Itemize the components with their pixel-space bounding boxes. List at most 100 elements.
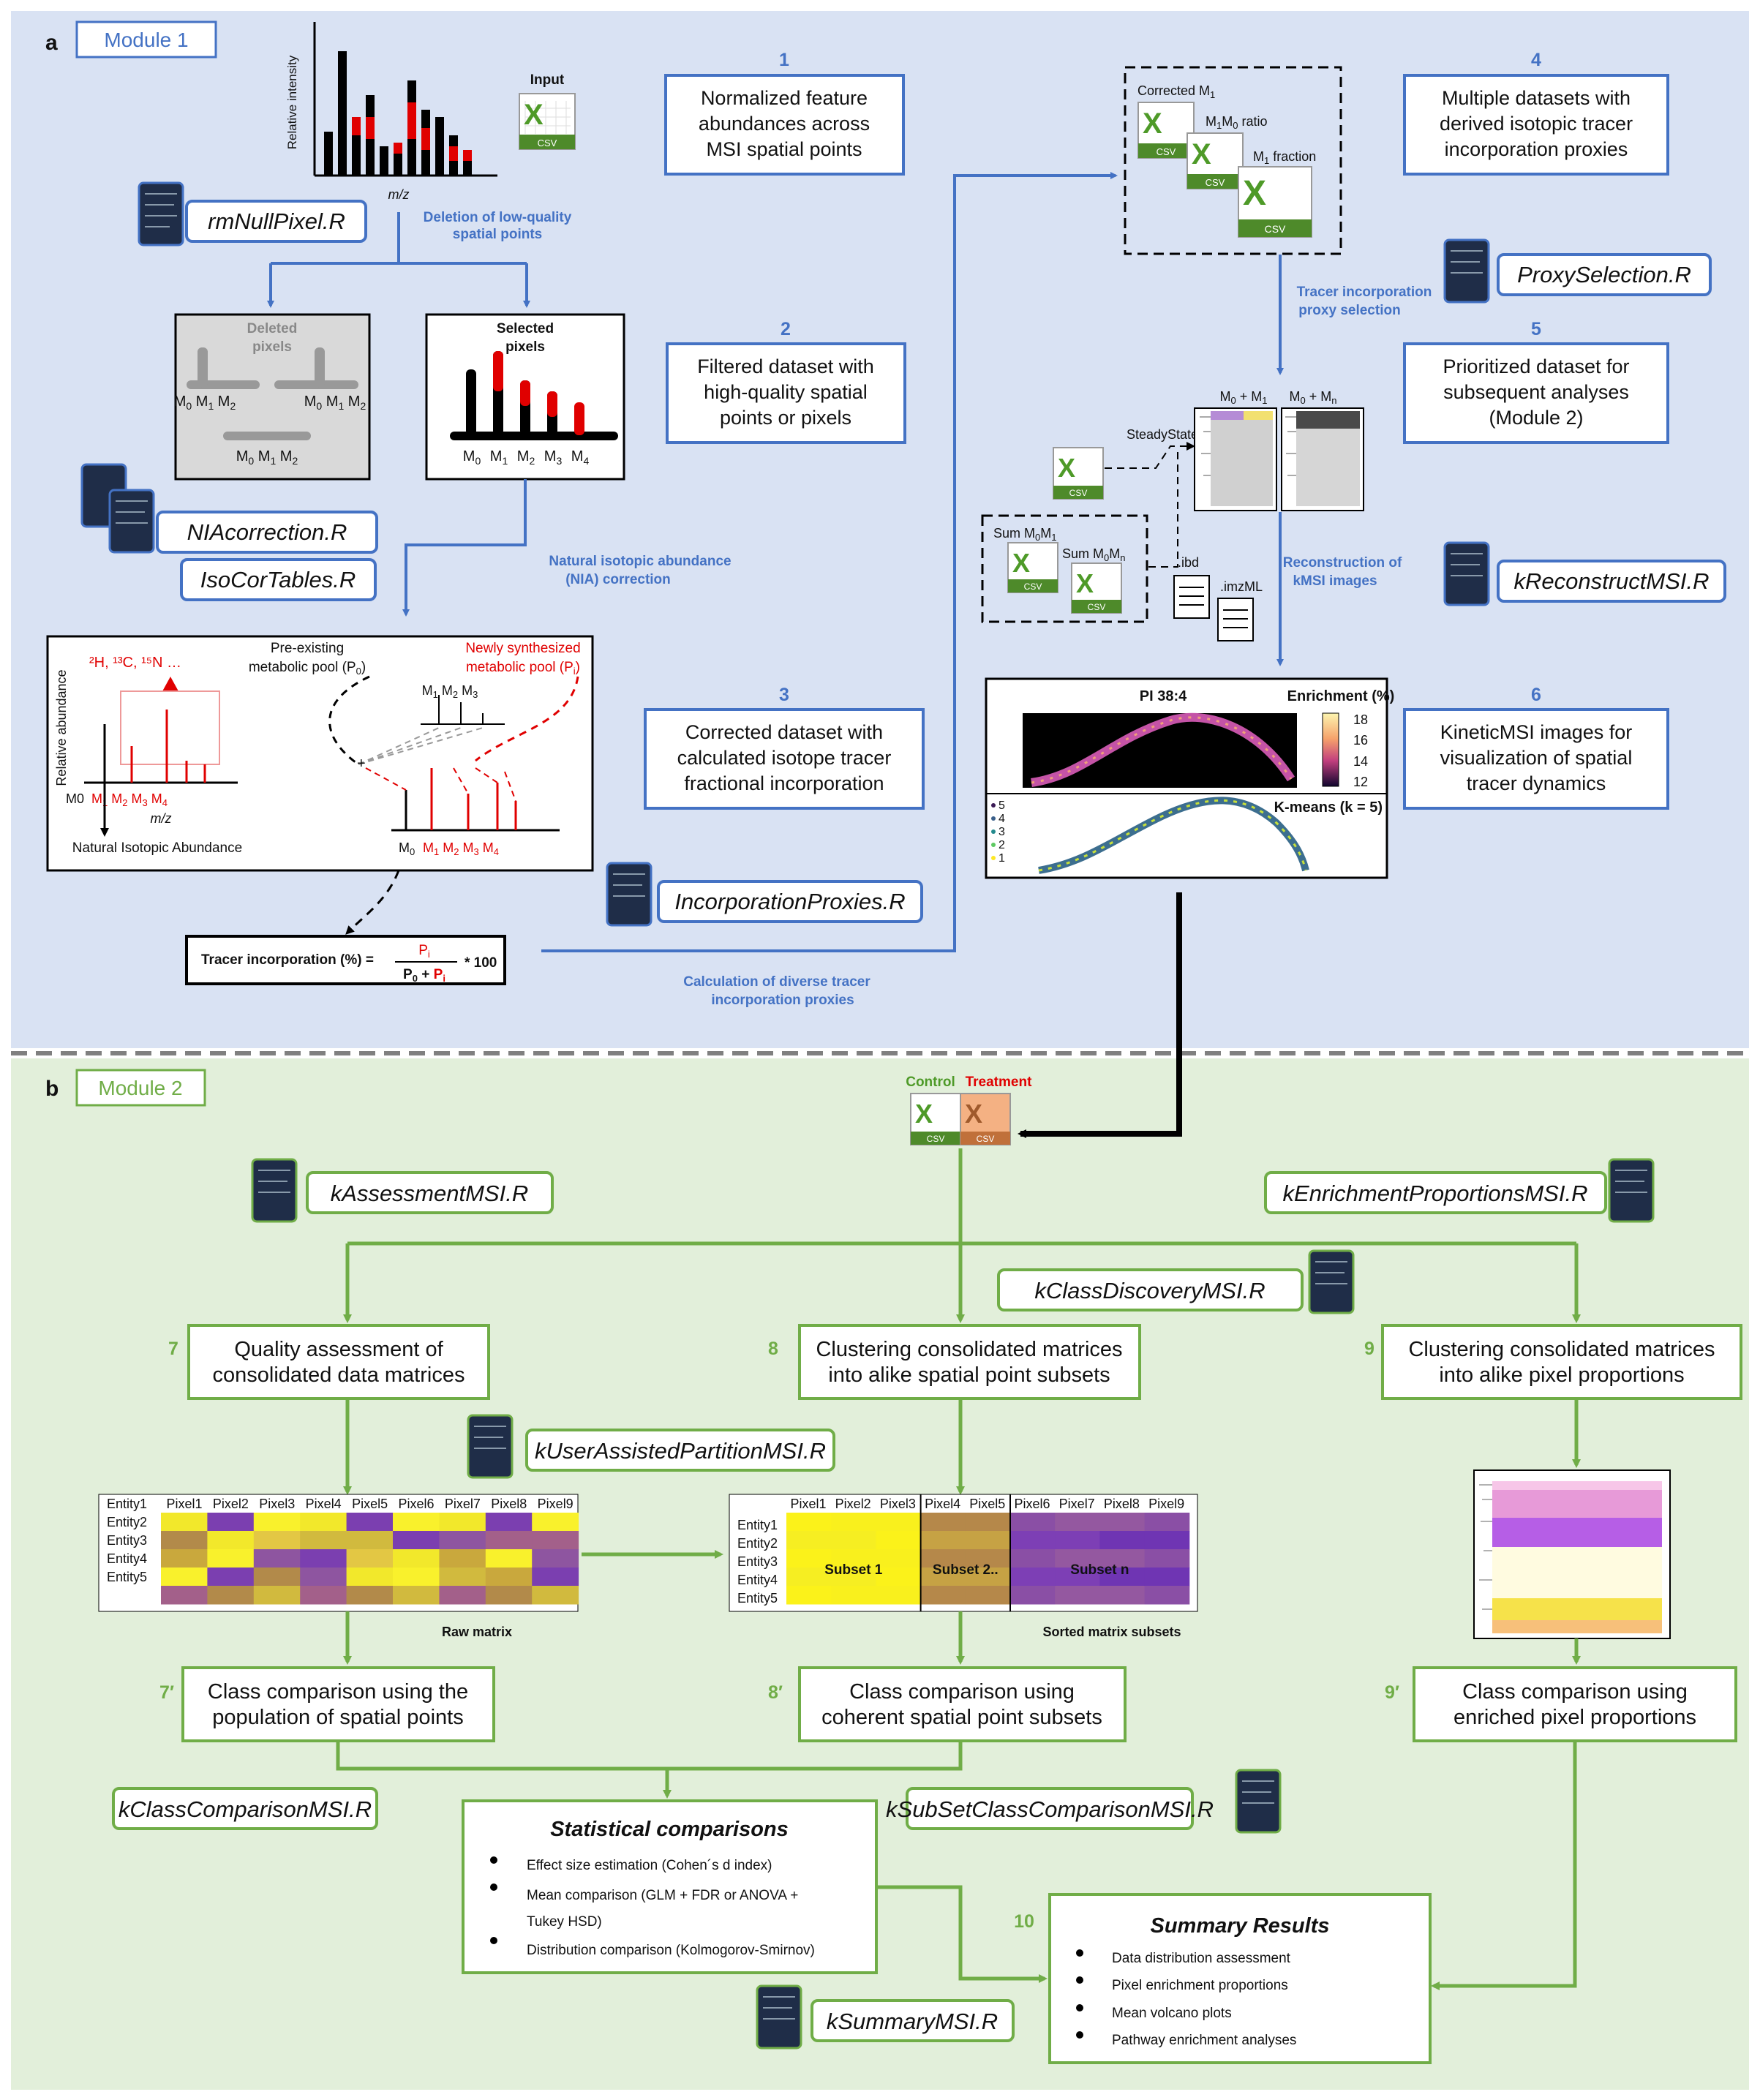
svg-text:rmNullPixel.R: rmNullPixel.R xyxy=(208,208,345,234)
script-kAssessmentMSI[interactable]: kAssessmentMSI.R xyxy=(306,1171,554,1214)
svg-text:kClassComparisonMSI.R: kClassComparisonMSI.R xyxy=(119,1796,372,1822)
kmsi-image-panel: PI 38:4 Enrichment (%) 18 16 14 12 K-mea… xyxy=(985,677,1394,879)
module-2-tag xyxy=(75,1069,206,1107)
svg-text:IsoCorTables.R: IsoCorTables.R xyxy=(200,567,356,592)
reconstruction-label: Reconstruction of xyxy=(1283,555,1402,571)
svg-text:M0 M1 M2: M0 M1 M2 xyxy=(304,394,366,412)
matrix-cell xyxy=(207,1549,255,1568)
svg-text:M1 M2 M3 M4: M1 M2 M3 M4 xyxy=(423,840,499,857)
script-rmNullPixel[interactable]: rmNullPixel.R xyxy=(185,200,367,243)
matrix-cell xyxy=(1099,1513,1146,1532)
matrix-cell xyxy=(393,1549,440,1568)
matrix-cell xyxy=(253,1513,301,1532)
matrix-cell xyxy=(532,1549,579,1568)
svg-text:M1 fraction: M1 fraction xyxy=(1253,149,1316,166)
svg-text:enriched pixel proportions: enriched pixel proportions xyxy=(1453,1706,1696,1729)
deleted-pixels-box: Deleted pixels M0 M1 M2 M0 M1 M2 M0 M1 M… xyxy=(174,313,371,481)
module-1-label: Module 1 xyxy=(104,29,188,51)
script-kReconstructMSI[interactable]: kReconstructMSI.R xyxy=(1497,560,1726,603)
matrix-cell xyxy=(965,1513,1011,1532)
svg-text:14: 14 xyxy=(1353,754,1368,769)
svg-text:CSV: CSV xyxy=(1206,177,1225,188)
matrix-cell xyxy=(485,1513,533,1532)
matrix-cell xyxy=(786,1586,832,1605)
matrix-cell xyxy=(253,1549,301,1568)
svg-text:pixels: pixels xyxy=(252,339,292,355)
heatmap-thumbnail-2 xyxy=(1281,407,1364,511)
svg-text:9: 9 xyxy=(1364,1339,1374,1359)
spectrum-y-label: Relative intensity xyxy=(285,55,299,149)
script-kSubSetClassComparisonMSI[interactable]: kSubSetClassComparisonMSI.R xyxy=(886,1787,1214,1830)
svg-text:abundances across: abundances across xyxy=(699,113,870,135)
script-scroll-icon xyxy=(1608,1158,1655,1223)
matrix-cell xyxy=(207,1531,255,1550)
matrix-cell xyxy=(786,1549,832,1568)
subset-label: Subset 2.. xyxy=(933,1562,999,1578)
matrix-cell xyxy=(1010,1549,1056,1568)
svg-text:Quality assessment of: Quality assessment of xyxy=(234,1338,443,1361)
svg-text:kAssessmentMSI.R: kAssessmentMSI.R xyxy=(331,1181,528,1206)
svg-text:tracer dynamics: tracer dynamics xyxy=(1467,772,1606,794)
script-NIAcorrection[interactable]: NIAcorrection.R xyxy=(156,511,378,554)
svg-text:PI 38:4: PI 38:4 xyxy=(1140,688,1187,704)
matrix-cell xyxy=(346,1531,394,1550)
svg-text:12: 12 xyxy=(1353,775,1368,789)
script-kEnrichmentProportionsMSI[interactable]: kEnrichmentProportionsMSI.R xyxy=(1264,1171,1607,1214)
svg-text:into alike pixel proportions: into alike pixel proportions xyxy=(1439,1363,1684,1387)
matrix-cell xyxy=(920,1513,966,1532)
svg-text:X: X xyxy=(1012,548,1030,578)
svg-text:Filtered dataset with: Filtered dataset with xyxy=(697,355,874,377)
statistical-comparisons-box: Statistical comparisons Effect size esti… xyxy=(462,1799,878,1974)
svg-text:CSV: CSV xyxy=(1157,146,1176,157)
svg-text:Clustering consolidated matric: Clustering consolidated matrices xyxy=(1408,1338,1715,1361)
svg-text:Relative abundance: Relative abundance xyxy=(54,669,69,786)
matrix-cell xyxy=(965,1568,1011,1587)
svg-text:derived isotopic tracer: derived isotopic tracer xyxy=(1440,113,1633,135)
panel-a: a Module 1 Relative intensity m/z Input … xyxy=(11,11,1749,1048)
matrix-cell xyxy=(253,1531,301,1550)
matrix-cell xyxy=(253,1586,301,1605)
script-ProxySelection[interactable]: ProxySelection.R xyxy=(1497,253,1712,296)
script-kSummaryMSI[interactable]: kSummaryMSI.R xyxy=(811,1999,1015,2042)
svg-text:X: X xyxy=(1192,138,1211,170)
matrix-cell xyxy=(920,1568,966,1587)
svg-text:high-quality spatial: high-quality spatial xyxy=(704,381,868,403)
matrix-column-header: Pixel1 xyxy=(790,1497,826,1511)
svg-text:M1 M2 M3 M4: M1 M2 M3 M4 xyxy=(91,791,168,808)
matrix-row-header: Entity1 xyxy=(107,1497,147,1511)
matrix-cell xyxy=(161,1513,208,1532)
svg-text:population of spatial points: population of spatial points xyxy=(212,1706,463,1729)
matrix-cell xyxy=(439,1531,486,1550)
svg-text:proxy selection: proxy selection xyxy=(1298,303,1400,318)
matrix-cell xyxy=(1055,1586,1100,1605)
matrix-cell xyxy=(1010,1568,1056,1587)
svg-text:spatial points: spatial points xyxy=(453,227,542,242)
pixel-proportion-heatmap xyxy=(1473,1469,1671,1639)
matrix-column-header: Pixel8 xyxy=(1104,1497,1140,1511)
matrix-cell xyxy=(161,1531,208,1550)
svg-text:16: 16 xyxy=(1353,733,1368,748)
script-IsoCorTables[interactable]: IsoCorTables.R xyxy=(180,558,377,601)
matrix-cell xyxy=(876,1531,922,1550)
script-kClassComparisonMSI[interactable]: kClassComparisonMSI.R xyxy=(112,1787,378,1830)
matrix-cell xyxy=(1144,1568,1190,1587)
matrix-cell xyxy=(831,1586,876,1605)
matrix-cell xyxy=(300,1549,347,1568)
step-1-box: 1 Normalized feature abundances across M… xyxy=(664,50,905,176)
matrix-cell xyxy=(786,1513,832,1532)
matrix-cell xyxy=(485,1586,533,1605)
script-scroll-icon xyxy=(467,1414,514,1479)
panel-b-letter: b xyxy=(45,1077,59,1101)
matrix-cell xyxy=(1144,1586,1190,1605)
script-kClassDiscoveryMSI[interactable]: kClassDiscoveryMSI.R xyxy=(997,1268,1304,1311)
svg-text:CSV: CSV xyxy=(538,138,557,148)
matrix-cell xyxy=(1144,1549,1190,1568)
matrix-column-header: Pixel7 xyxy=(445,1497,481,1511)
script-IncorporationProxies[interactable]: IncorporationProxies.R xyxy=(657,880,923,923)
script-kUserAssistedPartitionMSI[interactable]: kUserAssistedPartitionMSI.R xyxy=(525,1429,835,1472)
svg-text:kUserAssistedPartitionMSI.R: kUserAssistedPartitionMSI.R xyxy=(535,1438,826,1464)
matrix-cell xyxy=(485,1531,533,1550)
svg-text:calculated isotope tracer: calculated isotope tracer xyxy=(677,747,892,769)
matrix-row-header: Entity3 xyxy=(107,1533,147,1548)
